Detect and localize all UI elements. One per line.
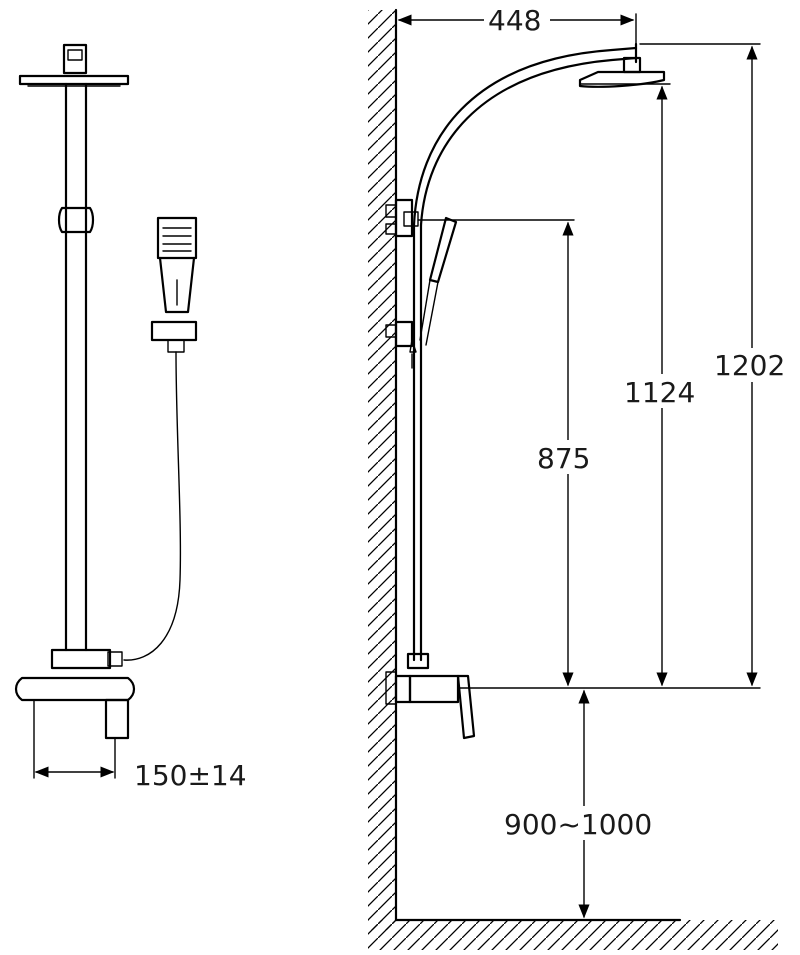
arm-reach-dimension: 448 bbox=[397, 4, 637, 45]
front-view: 150±14 bbox=[14, 43, 247, 792]
floor-to-mixer-label: 900~1000 bbox=[504, 808, 652, 841]
mixer-spacing-label: 150±14 bbox=[134, 759, 247, 792]
side-hand-shower bbox=[419, 216, 458, 346]
mixer-spacing-dimension: 150±14 bbox=[33, 699, 247, 792]
side-middle-bracket bbox=[385, 320, 417, 369]
floor-to-mixer-dimension: 900~1000 bbox=[502, 689, 670, 919]
arm-height-label: 1124 bbox=[624, 376, 695, 409]
front-hand-shower bbox=[123, 216, 198, 661]
arm-height-dimension: 1124 bbox=[620, 85, 704, 687]
front-riser-pipe bbox=[57, 82, 95, 652]
side-mixer bbox=[385, 652, 476, 740]
arm-reach-label: 448 bbox=[488, 4, 541, 37]
floor-hatch bbox=[368, 918, 778, 950]
side-view: 448 1202 1124 875 900~1000 bbox=[368, 4, 798, 950]
bracket-height-label: 875 bbox=[537, 442, 590, 475]
head-height-dimension: 1202 bbox=[710, 45, 798, 687]
bracket-height-dimension: 875 bbox=[534, 221, 600, 687]
side-riser-pipe bbox=[412, 42, 638, 662]
front-shower-head bbox=[18, 43, 130, 87]
front-mixer bbox=[14, 648, 136, 740]
side-shower-head bbox=[578, 56, 666, 88]
head-height-label: 1202 bbox=[714, 349, 785, 382]
side-top-bracket bbox=[385, 198, 419, 238]
wall-hatch bbox=[368, 8, 398, 930]
